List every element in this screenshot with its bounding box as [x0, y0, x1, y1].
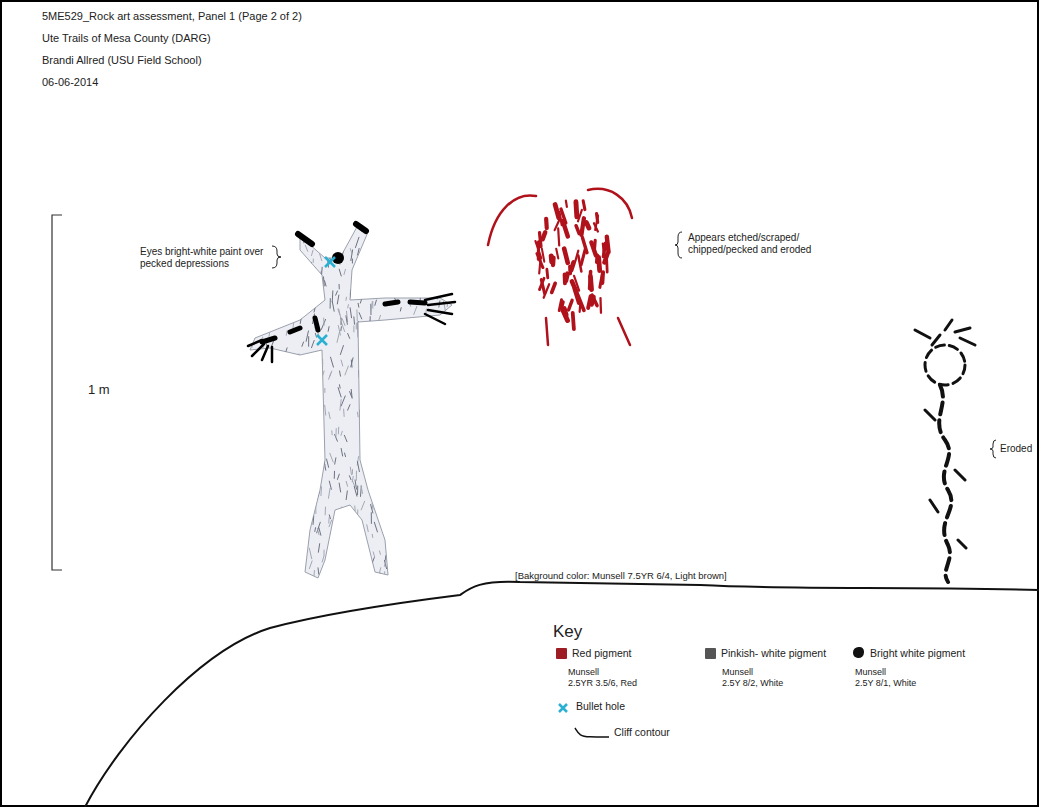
red-figure [488, 189, 632, 345]
bracket [675, 232, 682, 258]
legend-swatch [574, 726, 610, 740]
scale-bar [52, 215, 62, 570]
sheet-header: Brandi Allred (USU Field School) [42, 54, 202, 67]
munsell-note: 2.5YR 3.5/6, Red [568, 678, 637, 689]
sheet-date: 06-06-2014 [42, 76, 98, 89]
legend-title: Key [553, 622, 582, 642]
legend-swatch [557, 700, 569, 712]
background-note: [Bakground color: Munsell 7.5YR 6/4, Lig… [515, 570, 727, 581]
bullet-hole-mark [317, 257, 335, 345]
sheet-title: 5ME529_Rock art assessment, Panel 1 (Pag… [42, 10, 302, 23]
cliff-contour [85, 582, 1039, 807]
munsell-note: Munsell [722, 667, 753, 678]
legend-text: Red pigment [572, 647, 632, 660]
annotation: Eroded [1000, 443, 1032, 455]
munsell-note: 2.5Y 8/1, White [855, 678, 916, 689]
eroded-figure [915, 320, 975, 582]
legend-text: Pinkish- white pigment [721, 647, 826, 660]
bracket [272, 246, 281, 268]
legend-swatch [853, 647, 864, 658]
munsell-note: Munsell [855, 667, 886, 678]
sheet-header: Ute Trails of Mesa County (DARG) [42, 32, 211, 45]
annotation: Appears etched/scraped/ chipped/pecked a… [688, 232, 828, 256]
annotation: Eyes bright-white paint over pecked depr… [140, 246, 268, 270]
legend-swatch [556, 648, 567, 659]
munsell-note: 2.5Y 8/2, White [722, 678, 783, 689]
munsell-note: Munsell [568, 667, 599, 678]
bracket [990, 440, 996, 458]
anthropomorph-figure [242, 221, 462, 595]
legend-text: Bright white pigment [870, 647, 965, 660]
legend-swatch [705, 648, 716, 659]
scale-label: 1 m [88, 382, 110, 398]
legend-text: Bullet hole [576, 700, 625, 713]
legend-text: Cliff contour [614, 726, 670, 739]
